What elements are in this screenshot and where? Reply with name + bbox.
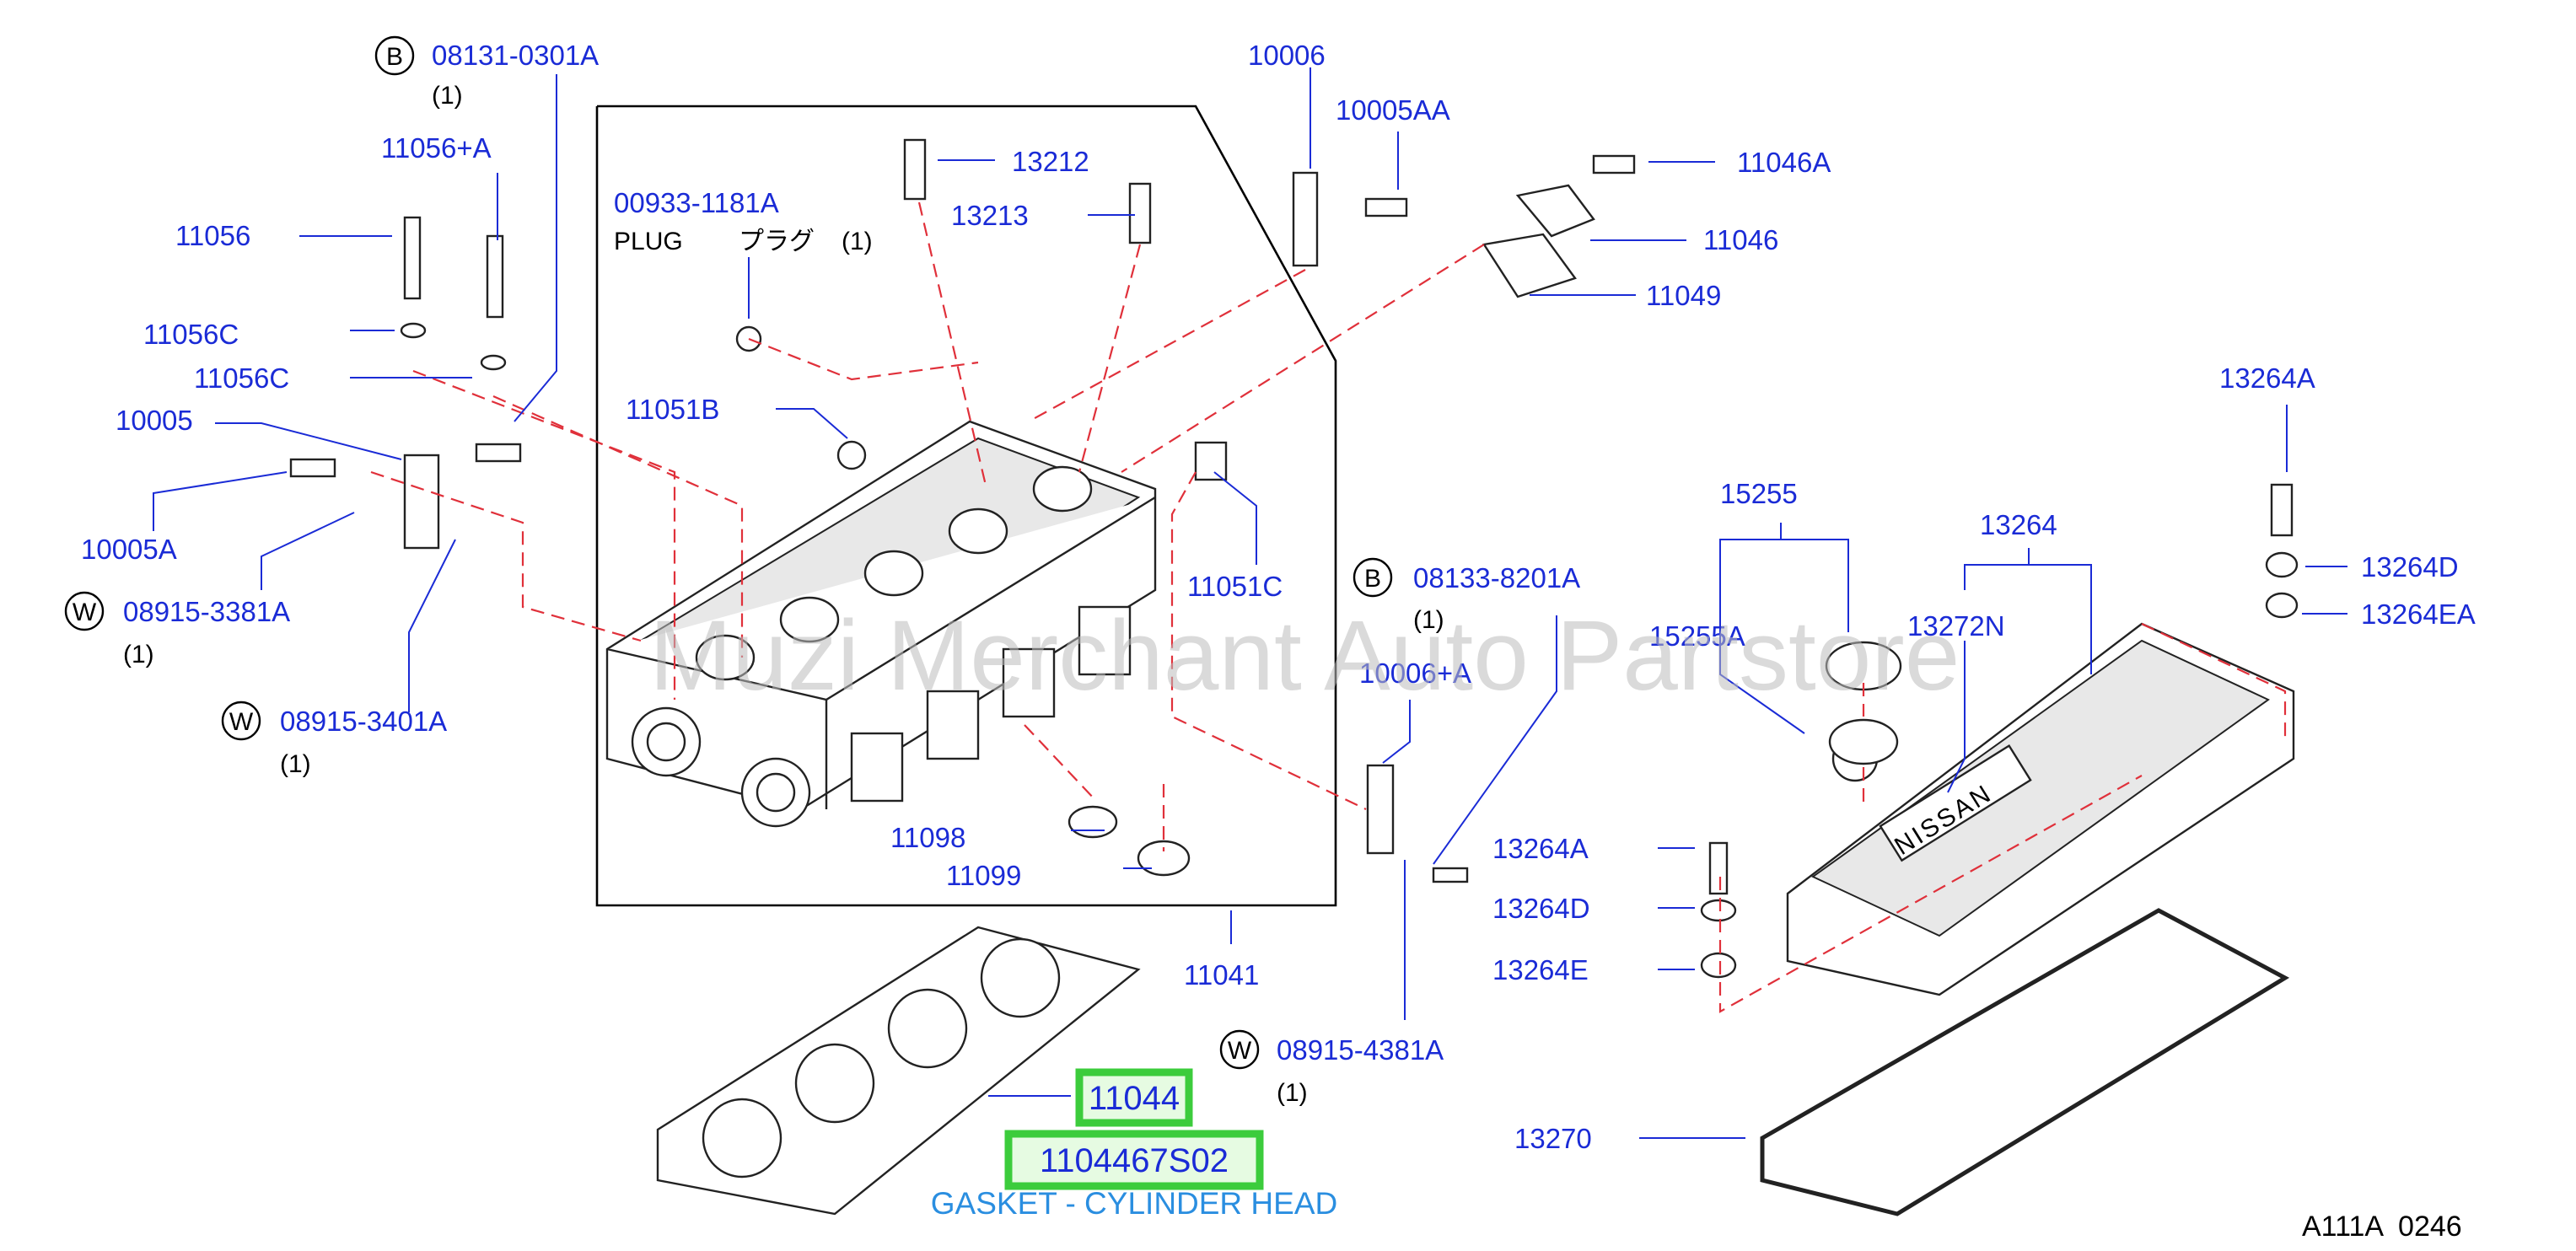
qty-08915-3401a: (1) <box>280 750 311 778</box>
label-11051b: 11051B <box>626 394 719 425</box>
label-08133-8201a: 08133-8201A <box>1413 562 1580 593</box>
label-08915-3401a: 08915-3401A <box>280 706 447 737</box>
label-13212: 13212 <box>1012 146 1089 177</box>
labels-center: 00933-1181A PLUG プラグ (1) 13212 13213 110… <box>614 40 1831 1107</box>
label-08131-0301a: 08131-0301A <box>432 40 599 71</box>
label-11046: 11046 <box>1703 224 1778 255</box>
label-13264ea: 13264EA <box>2361 599 2476 630</box>
cylinder-head-frame <box>595 105 1337 907</box>
head-gasket-illustration <box>656 926 1141 1216</box>
label-10005: 10005 <box>116 405 193 436</box>
label-13213: 13213 <box>951 200 1029 231</box>
qty-plug: (1) <box>842 228 873 255</box>
qty-08133-8201a: (1) <box>1413 606 1444 634</box>
label-13264a-left: 13264A <box>1492 833 1589 864</box>
circle-markers: B W W B W <box>64 35 1393 1070</box>
leader-lines <box>153 67 2347 1139</box>
label-00933-1181a: 00933-1181A <box>614 187 779 218</box>
qty-08915-3381a: (1) <box>123 641 154 668</box>
label-10005a: 10005A <box>81 534 177 565</box>
qty-08915-4381a: (1) <box>1277 1079 1308 1107</box>
label-08915-4381a: 08915-4381A <box>1277 1034 1444 1066</box>
marker-w-1: W <box>73 599 97 626</box>
highlight-full-part-number[interactable]: 1104467S02 <box>1040 1142 1229 1179</box>
plug-label-jp: プラグ <box>739 227 815 256</box>
label-13264e: 13264E <box>1492 954 1589 985</box>
marker-b-1: B <box>386 43 403 71</box>
part-description: GASKET - CYLINDER HEAD <box>931 1186 1337 1221</box>
diagram-code: A111A 0246 <box>2302 1211 2462 1243</box>
label-15255: 15255 <box>1720 478 1798 509</box>
qty-08131-0301a: (1) <box>432 82 463 110</box>
plug-label-en: PLUG <box>614 228 683 255</box>
label-10006a: 10006+A <box>1359 658 1471 689</box>
labels-right: 13264A 15255 13264 13264D 13264EA 15255A… <box>1492 362 2476 1154</box>
fasteners <box>289 138 2299 979</box>
label-10006: 10006 <box>1248 40 1326 71</box>
watermark: Muzi Merchant Auto Partstore <box>649 600 1960 711</box>
rocker-gasket-illustration <box>1760 908 2290 1216</box>
label-11056a: 11056+A <box>381 132 492 164</box>
label-11051c: 11051C <box>1187 571 1283 602</box>
label-11098: 11098 <box>890 822 965 853</box>
label-11099: 11099 <box>946 860 1021 891</box>
label-11046a: 11046A <box>1737 147 1831 178</box>
labels-left: 08131-0301A (1) 11056+A 11056 11056C 110… <box>81 40 599 778</box>
assembly-lines <box>370 201 2287 1013</box>
label-11056c-1: 11056C <box>143 319 239 350</box>
label-10005aa: 10005AA <box>1336 94 1450 126</box>
highlight-part-number[interactable]: 11044 <box>1089 1080 1180 1117</box>
label-13272n: 13272N <box>1907 610 2005 642</box>
label-11056c-2: 11056C <box>194 362 289 394</box>
cylinder-head-illustration <box>605 420 1157 828</box>
marker-w-3: W <box>1228 1037 1252 1065</box>
label-13270: 13270 <box>1514 1123 1592 1154</box>
label-13264d-left: 13264D <box>1492 893 1590 924</box>
marker-b-2: B <box>1364 565 1381 593</box>
label-13264d-right: 13264D <box>2361 551 2459 583</box>
rocker-cover-illustration: NISSAN <box>1786 622 2295 996</box>
label-11056: 11056 <box>175 220 250 251</box>
label-08915-3381a: 08915-3381A <box>123 596 290 627</box>
label-13264: 13264 <box>1980 509 2057 540</box>
label-15255a: 15255A <box>1649 620 1745 652</box>
marker-w-2: W <box>229 708 254 736</box>
label-11041: 11041 <box>1184 959 1259 991</box>
label-11049: 11049 <box>1646 280 1721 311</box>
highlighted-part[interactable]: 11044 1104467S02 GASKET - CYLINDER HEAD <box>931 1068 1337 1221</box>
label-13264a-top: 13264A <box>2219 362 2315 394</box>
